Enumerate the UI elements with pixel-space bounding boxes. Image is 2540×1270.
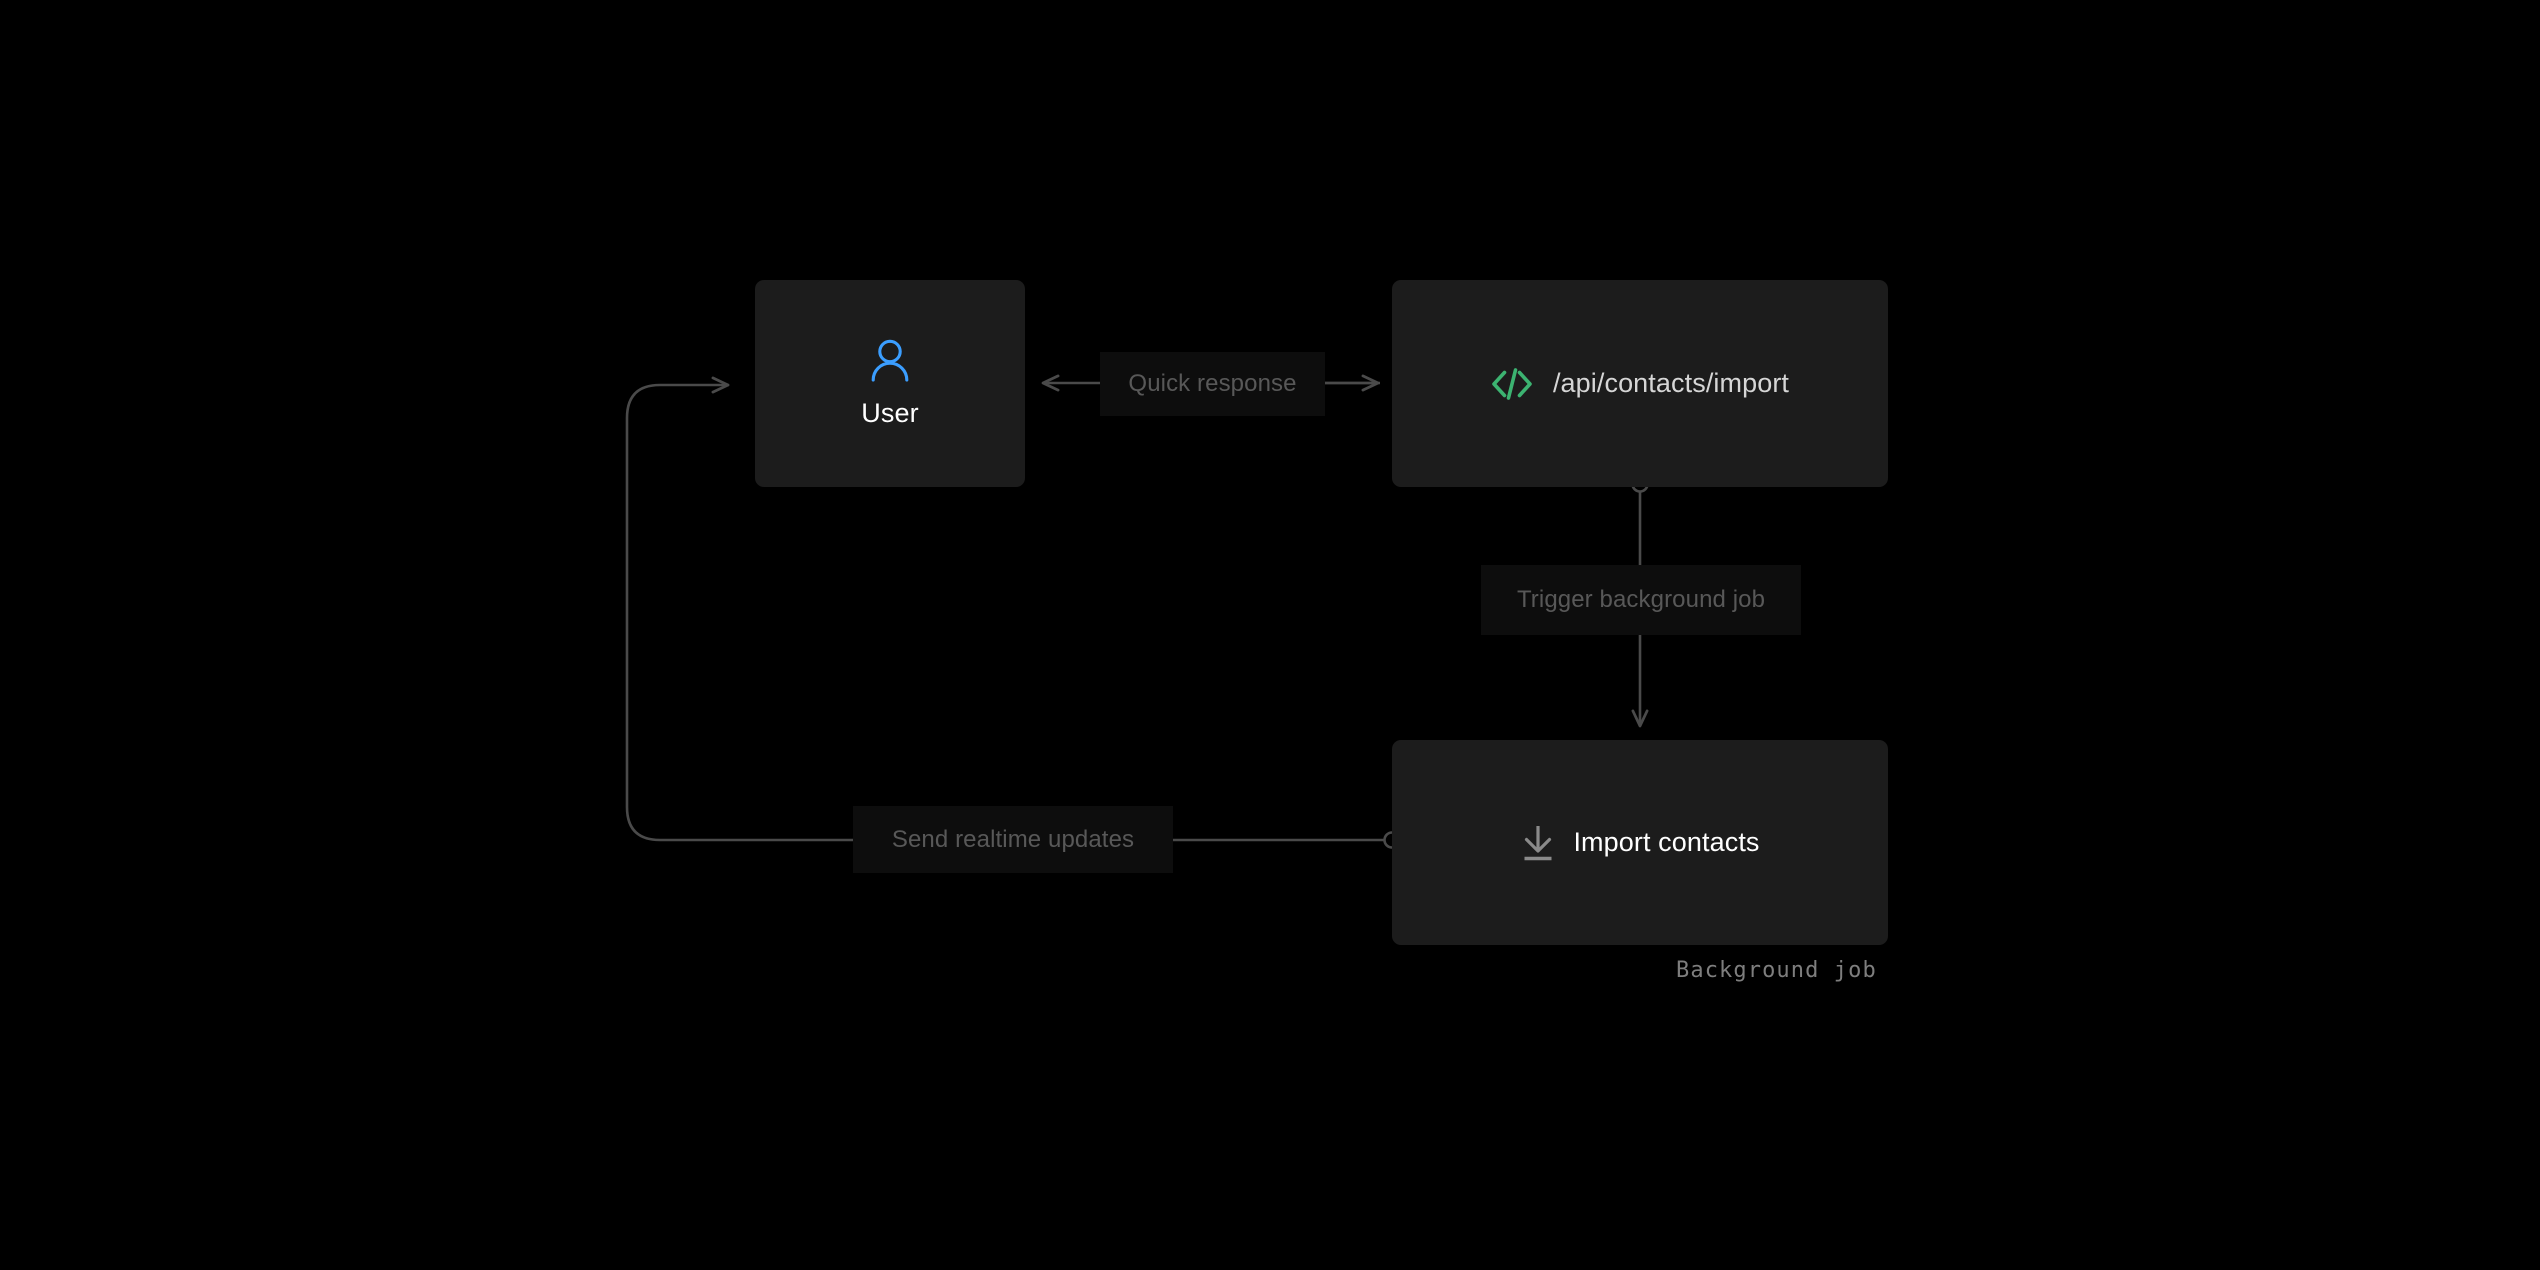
node-user[interactable]: User: [755, 280, 1025, 487]
node-api-label: /api/contacts/import: [1552, 368, 1790, 398]
node-api-contacts-import[interactable]: /api/contacts/import: [1392, 280, 1888, 487]
node-import-label: Import contacts: [1573, 827, 1760, 857]
download-icon: [1520, 824, 1556, 862]
node-import-contacts[interactable]: Import contacts: [1392, 740, 1888, 945]
edge-label-send-realtime-updates: Send realtime updates: [853, 806, 1173, 873]
code-icon: [1491, 367, 1533, 401]
edge-label-trigger-background-job: Trigger background job: [1481, 565, 1801, 635]
node-import-caption: Background job: [1676, 958, 1877, 983]
node-user-label: User: [861, 398, 919, 428]
user-icon: [868, 338, 912, 384]
edge-label-quick-response: Quick response: [1100, 352, 1325, 416]
